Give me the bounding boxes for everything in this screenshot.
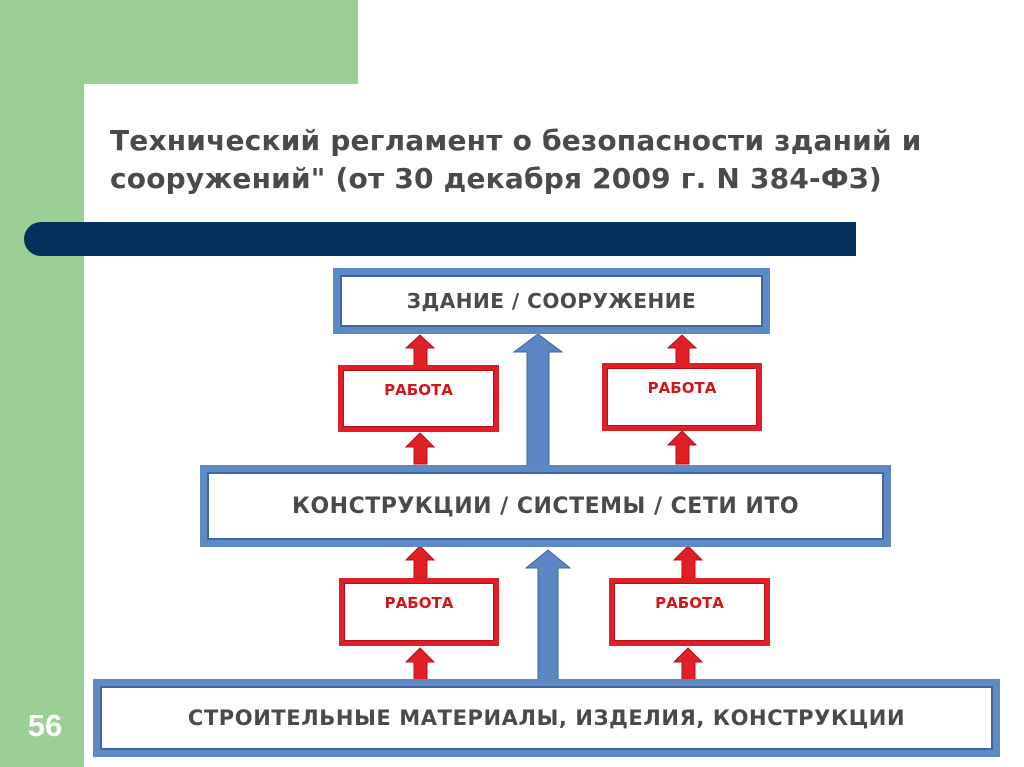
node-materials-label: СТРОИТЕЛЬНЫЕ МАТЕРИАЛЫ, ИЗДЕЛИЯ, КОНСТРУ…	[100, 686, 993, 750]
slide-title: Технический регламент о безопасности зда…	[110, 124, 922, 195]
node-building-label: ЗДАНИЕ / СООРУЖЕНИЕ	[340, 275, 763, 327]
node-structures: КОНСТРУКЦИИ / СИСТЕМЫ / СЕТИ ИТО	[200, 465, 891, 547]
red-arrow-lr-bottom	[672, 647, 704, 683]
red-arrow-ul-top	[404, 334, 436, 367]
node-building: ЗДАНИЕ / СООРУЖЕНИЕ	[333, 268, 770, 334]
red-arrow-ur-top	[666, 334, 698, 365]
node-work-upper-right: РАБОТА	[602, 363, 762, 431]
top-accent-bar	[84, 0, 358, 84]
work-label: РАБОТА	[344, 583, 494, 641]
node-work-lower-left: РАБОТА	[339, 578, 499, 646]
work-label: РАБОТА	[614, 583, 765, 641]
title-underline-bar	[24, 222, 856, 256]
red-arrow-ll-top	[404, 545, 436, 579]
node-work-lower-right: РАБОТА	[609, 578, 770, 646]
node-materials: СТРОИТЕЛЬНЫЕ МАТЕРИАЛЫ, ИЗДЕЛИЯ, КОНСТРУ…	[93, 679, 1000, 757]
blue-arrow-upper	[512, 333, 564, 469]
side-bar	[0, 0, 84, 767]
red-arrow-ur-bottom	[666, 430, 698, 465]
slide-number: 56	[27, 708, 63, 743]
red-arrow-ul-bottom	[404, 432, 436, 465]
node-work-upper-left: РАБОТА	[338, 365, 499, 432]
red-arrow-ll-bottom	[404, 647, 436, 683]
blue-arrow-lower	[524, 549, 572, 681]
red-arrow-lr-top	[672, 545, 704, 579]
work-label: РАБОТА	[607, 368, 757, 426]
node-structures-label: КОНСТРУКЦИИ / СИСТЕМЫ / СЕТИ ИТО	[207, 472, 884, 540]
work-label: РАБОТА	[343, 370, 494, 427]
content-panel-corner	[84, 84, 204, 204]
